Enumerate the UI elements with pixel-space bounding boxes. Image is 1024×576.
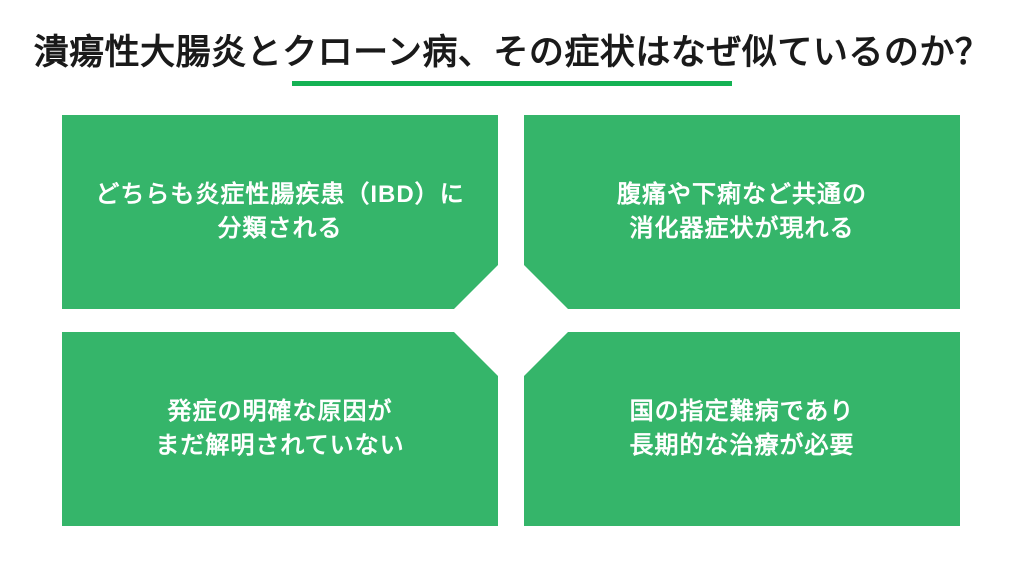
info-box-bottom-left: 発症の明確な原因が まだ解明されていない: [62, 332, 498, 526]
info-box-top-right: 腹痛や下痢など共通の 消化器症状が現れる: [524, 115, 960, 309]
info-box-text-line: まだ解明されていない: [155, 432, 405, 459]
title-underline-accent: [292, 81, 732, 86]
info-box-text-line: 発症の明確な原因が: [167, 398, 393, 425]
info-box-text-line: 腹痛や下痢など共通の: [617, 181, 867, 208]
info-box-text-line: 分類される: [217, 215, 343, 242]
info-box-top-left: どちらも炎症性腸疾患（IBD）に 分類される: [62, 115, 498, 309]
info-box-text-line: どちらも炎症性腸疾患（IBD）に: [95, 181, 465, 208]
info-box-text-line: 長期的な治療が必要: [629, 432, 855, 459]
info-box-bottom-right: 国の指定難病であり 長期的な治療が必要: [524, 332, 960, 526]
info-box-text-line: 国の指定難病であり: [629, 398, 855, 425]
page-title: 潰瘍性大腸炎とクローン病、その症状はなぜ似ているのか？: [33, 33, 991, 72]
info-box-text-line: 消化器症状が現れる: [629, 215, 855, 242]
